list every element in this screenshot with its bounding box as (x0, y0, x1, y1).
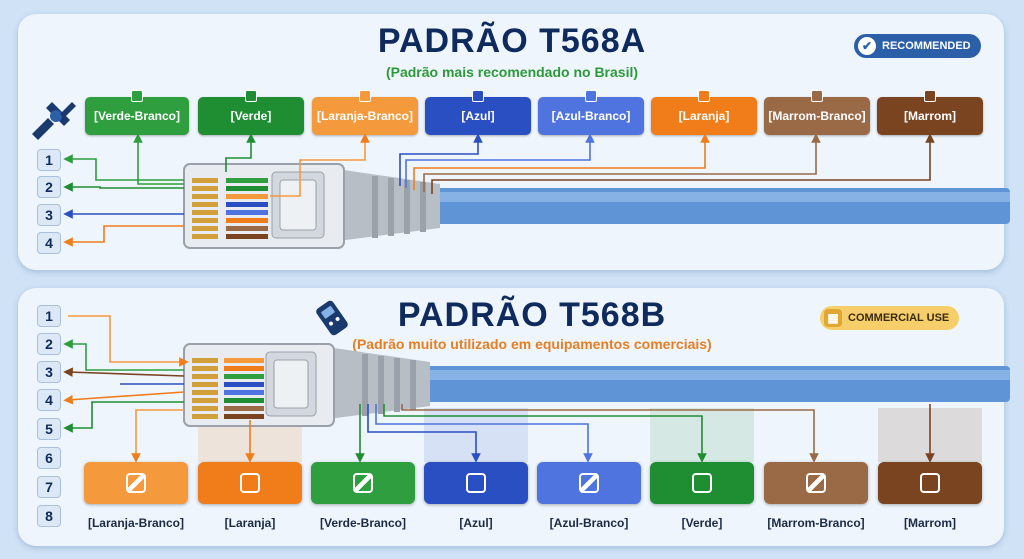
cable-tester-icon (316, 300, 348, 336)
pin-number: 3 (37, 204, 61, 226)
solid-square-icon (920, 473, 940, 493)
wire-box-azul-branco-a: [Azul-Branco] (538, 97, 644, 135)
pin-number: 1 (37, 149, 61, 171)
wire-label: [Azul] (461, 109, 495, 123)
stripe-square-icon (806, 473, 826, 493)
pin-number: 7 (37, 476, 61, 498)
color-box-azul (424, 462, 528, 504)
check-circle-icon: ✔ (858, 37, 876, 55)
wire-box-laranja-branco-a: [Laranja-Branco] (312, 97, 418, 135)
pin-number: 4 (37, 232, 61, 254)
color-box-verde (650, 462, 754, 504)
building-icon: ▦ (824, 309, 842, 327)
wire-label: [Verde-Branco] (319, 516, 407, 530)
pin-number: 8 (37, 505, 61, 527)
wire-label: [Verde] (681, 516, 723, 530)
wire-box-marrom-branco-a: [Marrom-Branco] (764, 97, 870, 135)
swatch-solid (472, 90, 484, 102)
wire-label: [Laranja] (224, 516, 276, 530)
pin-number: 6 (37, 447, 61, 469)
swatch-striped (359, 90, 371, 102)
color-box-laranja-branco (84, 462, 188, 504)
stripe-square-icon (579, 473, 599, 493)
pin-number: 2 (37, 333, 61, 355)
swatch-solid (698, 90, 710, 102)
swatch-striped (131, 90, 143, 102)
color-box-marrom-branco (764, 462, 868, 504)
pin-number: 4 (37, 389, 61, 411)
commercial-badge-label: COMMERCIAL USE (848, 312, 950, 324)
pin-number: 5 (37, 418, 61, 440)
wire-label: [Marrom-Branco] (767, 516, 865, 530)
pin-number: 3 (37, 361, 61, 383)
wire-label: [Marrom] (903, 516, 956, 530)
color-box-azul-branco (537, 462, 641, 504)
color-box-verde-branco (311, 462, 415, 504)
wire-label: [Laranja] (678, 109, 730, 123)
wire-label: [Azul-Branco] (549, 516, 629, 530)
wire-box-verde-a: [Verde] (198, 97, 304, 135)
wire-label: [Laranja-Branco] (87, 516, 185, 530)
solid-square-icon (692, 473, 712, 493)
wire-label: [Verde] (230, 109, 272, 123)
recommended-badge: ✔ RECOMMENDED (854, 34, 981, 58)
pin-number: 1 (37, 305, 61, 327)
swatch-striped (585, 90, 597, 102)
recommended-badge-label: RECOMMENDED (882, 40, 971, 52)
color-box-marrom (878, 462, 982, 504)
wire-box-verde-branco-a: [Verde-Branco] (85, 97, 189, 135)
commercial-use-badge: ▦ COMMERCIAL USE (820, 306, 960, 330)
wire-label: [Azul-Branco] (551, 109, 631, 123)
panel-t568a (18, 14, 1004, 270)
wire-box-marrom-a: [Marrom] (877, 97, 983, 135)
wire-label: [Marrom-Branco] (768, 109, 866, 123)
title-t568a: PADRÃO T568A (377, 22, 647, 60)
title-t568b: PADRÃO T568B (397, 296, 667, 334)
subtitle-t568b: (Padrão muito utilizado em equipamentos … (352, 336, 712, 352)
color-box-laranja (198, 462, 302, 504)
wire-box-azul-a: [Azul] (425, 97, 531, 135)
solid-square-icon (466, 473, 486, 493)
pin-number: 2 (37, 176, 61, 198)
solid-square-icon (240, 473, 260, 493)
swatch-striped (811, 90, 823, 102)
stripe-square-icon (126, 473, 146, 493)
wire-label: [Marrom] (903, 109, 956, 123)
wire-label: [Azul] (459, 516, 493, 530)
crimper-tool-icon (32, 102, 76, 140)
wire-box-laranja-a: [Laranja] (651, 97, 757, 135)
swatch-solid (924, 90, 936, 102)
wire-label: [Laranja-Branco] (316, 109, 414, 123)
subtitle-t568a: (Padrão mais recomendado no Brasil) (385, 64, 639, 80)
swatch-solid (245, 90, 257, 102)
stripe-square-icon (353, 473, 373, 493)
wire-label: [Verde-Branco] (93, 109, 181, 123)
